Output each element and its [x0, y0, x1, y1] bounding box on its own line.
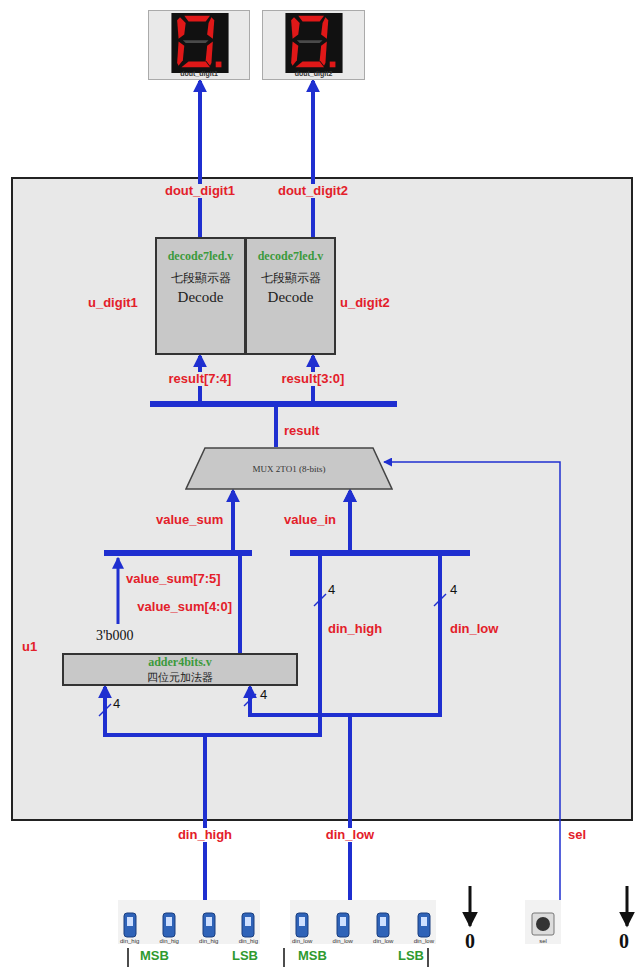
signal-name: din_high: [176, 828, 234, 842]
bit-order: MSB: [298, 949, 327, 963]
block-title: Decode: [178, 289, 224, 306]
switch-value: 0: [619, 930, 629, 952]
push-button: sel: [525, 900, 561, 944]
switch-icon: [295, 912, 309, 938]
bus-width: 4: [260, 688, 267, 702]
edge-label: dout_digit2: [276, 184, 350, 198]
switch-group: din_hig din_hig din_hig din_hig: [118, 900, 260, 944]
switch-icon: [162, 912, 176, 938]
switch-icon: [417, 912, 431, 938]
bus-connector: [200, 356, 276, 447]
bus-connector: [233, 491, 240, 653]
switch-label: din_hig: [160, 938, 179, 944]
bus-connector: [311, 81, 315, 237]
constant-value: 3'b000: [96, 628, 134, 643]
button-icon: [531, 912, 555, 938]
switch-icon: [241, 912, 255, 938]
switch-item: din_hig: [160, 912, 179, 944]
switch-icon: [123, 912, 137, 938]
bus-width: 4: [328, 583, 335, 597]
const-wire: [117, 558, 120, 624]
seven-segment-display: dout_digit1: [148, 10, 250, 80]
file-name: decode7led.v: [258, 249, 324, 264]
bit-bracket: [128, 948, 428, 967]
adder-box: adder4bits.v四位元加法器: [62, 653, 298, 686]
mux-trapezoid: MUX 2TO1 (8-bits): [185, 447, 393, 490]
switch-value: 0: [465, 930, 475, 952]
block-title: 七段顯示器: [261, 270, 321, 287]
switch-label: din_low: [333, 938, 353, 944]
switch-item: din_low: [414, 912, 434, 944]
instance-name: u1: [22, 640, 37, 654]
signal-name: value_sum[7:5]: [126, 572, 221, 586]
instance-name: u_digit1: [88, 296, 138, 310]
switch-label: din_hig: [199, 938, 218, 944]
block-title: 七段顯示器: [171, 270, 231, 287]
down-arrow: [626, 886, 629, 926]
down-arrow: [469, 886, 472, 926]
bus-connector: [250, 687, 350, 900]
display-label: dout_digit1: [149, 70, 249, 77]
signal-name: sel: [568, 828, 586, 842]
signal-name: value_sum: [156, 513, 223, 527]
switch-icon: [202, 912, 216, 938]
file-name: decode7led.v: [168, 249, 234, 264]
switch-icon: [376, 912, 390, 938]
signal-name: din_low: [324, 828, 376, 842]
decoder-box: decode7led.v 七段顯示器 Decode: [245, 237, 336, 355]
bus-bar: [104, 550, 252, 556]
bus-width: 4: [450, 583, 457, 597]
bit-order: LSB: [232, 949, 258, 963]
switch-item: din_low: [373, 912, 393, 944]
switch-icon: [336, 912, 350, 938]
edge-label: din_low: [448, 622, 500, 636]
switch-label: din_hig: [120, 938, 139, 944]
switch-label: din_low: [414, 938, 434, 944]
switch-label: din_hig: [239, 938, 258, 944]
signal-name: result: [284, 424, 319, 438]
bus-connector: [384, 462, 560, 900]
bus-connector: [105, 687, 205, 900]
bus-width: 4: [113, 697, 120, 711]
switch-item: din_low: [333, 912, 353, 944]
switch-item: din_hig: [120, 912, 139, 944]
seven-segment-display: dout_digit2: [262, 10, 365, 80]
file-name: adder4bits.v: [148, 655, 212, 670]
digit-graphic: [168, 13, 232, 73]
switch-item: din_low: [292, 912, 312, 944]
edge-label: dout_digit1: [163, 184, 237, 198]
signal-name: value_in: [284, 513, 336, 527]
decoder-box: decode7led.v 七段顯示器 Decode: [155, 237, 246, 355]
switch-label: din_low: [292, 938, 312, 944]
edge-label: din_high: [326, 622, 384, 636]
edge-label: result[3:0]: [280, 372, 347, 386]
mux-title: MUX 2TO1 (8-bits): [253, 464, 326, 474]
edge-label: value_sum[4:0]: [135, 600, 234, 614]
switch-item: din_hig: [199, 912, 218, 944]
switch-item: din_hig: [239, 912, 258, 944]
switch-group: din_low din_low din_low din_low: [290, 900, 436, 944]
bit-order: MSB: [140, 949, 169, 963]
switch-label: din_low: [373, 938, 393, 944]
block-title: Decode: [268, 289, 314, 306]
switch-label: sel: [539, 938, 547, 944]
edge-label: result[7:4]: [167, 372, 234, 386]
block-title: 四位元加法器: [147, 670, 213, 685]
digit-graphic: [282, 13, 346, 73]
bus-connector: [198, 81, 202, 237]
bit-order: LSB: [398, 949, 424, 963]
instance-name: u_digit2: [340, 296, 390, 310]
switch-item: sel: [531, 912, 555, 944]
display-label: dout_digit2: [263, 70, 364, 77]
